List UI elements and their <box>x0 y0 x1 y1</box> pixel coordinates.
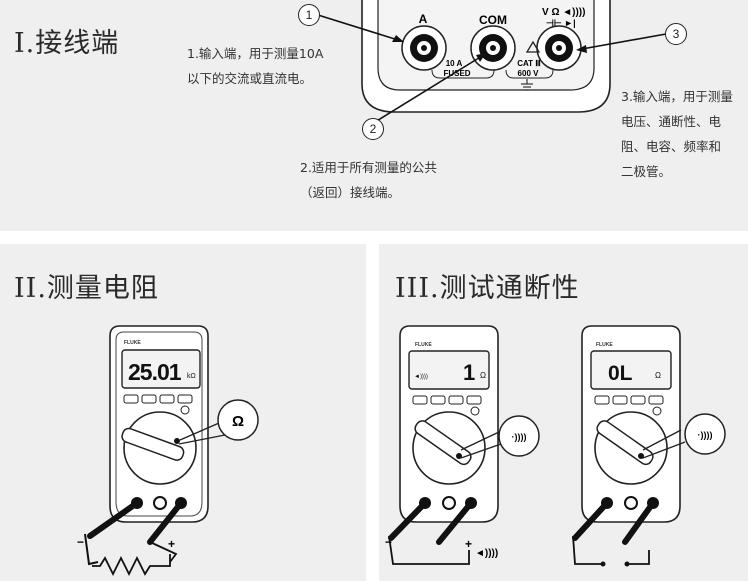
brand-logo-2: FLUKE <box>596 342 613 348</box>
svg-text:−: − <box>77 535 84 549</box>
terminal-label-v-sub: ⊣⊢ ►| <box>546 18 576 28</box>
svg-text:+: + <box>465 537 472 551</box>
section-title-continuity: III.测试通断性 <box>395 273 580 304</box>
note-1: 1.输入端，用于测量10A 以下的交流或直流电。 <box>187 41 323 91</box>
svg-text:−: − <box>385 535 392 549</box>
note-1-line2: 以下的交流或直流电。 <box>187 71 313 86</box>
meter2-function-bubble <box>684 413 726 455</box>
note-3-line4: 二极管。 <box>621 164 672 179</box>
note-2: 2.适用于所有测量的公共 （返回）接线端。 <box>300 155 437 205</box>
callout-3: 3 <box>665 23 687 45</box>
jack-a <box>401 25 447 71</box>
function-bubble <box>217 399 259 441</box>
note-2-line1: 2.适用于所有测量的公共 <box>300 160 437 175</box>
continuity-diagram: FLUKE ◄)))) 1 Ω ·)))) ◄)))) − + FLUKE 0L… <box>385 325 726 567</box>
display-value: 25.01 <box>128 359 182 385</box>
ground-icon <box>521 79 533 91</box>
note-2-line2: （返回）接线端。 <box>300 185 401 200</box>
terminals-diagram: A COM V Ω ◄)))) ⊣⊢ ►| 10 A FUSED CAT Ⅲ 6… <box>317 0 667 123</box>
terminal-label-v: V Ω ◄)))) <box>542 7 585 18</box>
meter2-bubble-symbol: ·)))) <box>698 430 713 440</box>
note-3: 3.输入端，用于测量 电压、通断性、电 阻、电容、频率和 二极管。 <box>621 84 733 184</box>
warning-icon <box>525 40 541 53</box>
cat-label-1: CAT Ⅲ <box>517 59 541 68</box>
display-unit: kΩ <box>187 373 196 380</box>
callout-1: 1 <box>298 4 320 26</box>
svg-text:+: + <box>168 537 175 551</box>
note-3-line3: 阻、电容、频率和 <box>621 139 722 154</box>
cat-label-2: 600 V <box>518 69 540 78</box>
meter1-display-unit: Ω <box>480 371 486 380</box>
section-title-resistance: II.测量电阻 <box>14 273 159 304</box>
meter2-display-value: 0L <box>608 362 633 385</box>
fuse-label-2: FUSED <box>443 69 470 78</box>
meter2-display-unit: Ω <box>655 371 661 380</box>
section-title-terminals: I.接线端 <box>14 28 120 59</box>
beep-sound-icon: ◄)))) <box>475 548 498 559</box>
brand-logo: FLUKE <box>124 340 141 346</box>
meter1-sound-icon: ◄)))) <box>414 374 428 380</box>
meter1-bubble-symbol: ·)))) <box>512 432 527 442</box>
bubble-ohm-symbol: Ω <box>232 413 244 430</box>
terminal-label-com: COM <box>479 13 507 27</box>
meter1-display-value: 1 <box>463 360 475 385</box>
note-1-line1: 1.输入端，用于测量10A <box>187 46 324 61</box>
resistance-diagram: FLUKE 25.01 kΩ Ω − + <box>77 325 259 577</box>
callout-2: 2 <box>362 118 384 140</box>
terminal-label-a: A <box>419 12 428 26</box>
jack-com <box>470 25 516 71</box>
note-3-line1: 3.输入端，用于测量 <box>621 89 733 104</box>
meter1-function-bubble <box>498 415 540 457</box>
brand-logo-1: FLUKE <box>415 342 432 348</box>
resistor-icon <box>92 554 171 577</box>
note-3-line2: 电压、通断性、电 <box>621 114 722 129</box>
fuse-label-1: 10 A <box>446 59 463 68</box>
jack-v <box>536 25 582 71</box>
